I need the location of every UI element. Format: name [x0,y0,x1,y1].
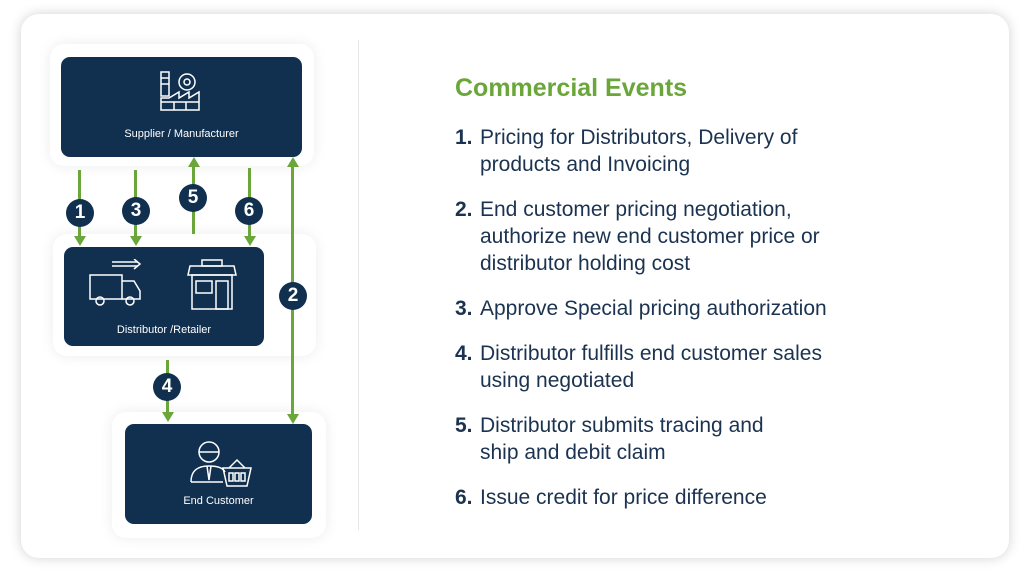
event-number: 1. [455,126,473,149]
flow-5-arrowhead [187,157,200,167]
flow-6-arrowhead [243,236,256,246]
event-number: 2. [455,198,473,221]
flow-5-badge: 5 [179,184,207,212]
distributor-label: Distributor /Retailer [116,324,212,336]
customer-label: End Customer [183,495,254,507]
storefront-icon [187,259,237,310]
flow-3-arrowhead [129,236,142,246]
event-item: 1. Pricing for Distributors, Delivery of … [455,124,825,178]
flow-4-badge: 4 [153,373,181,401]
flow-1-arrowhead [73,236,86,246]
factory-icon [160,71,200,111]
flow-2-badge: 2 [279,282,307,310]
event-item: 2. End customer pricing negotiation, auth… [455,196,850,277]
event-number: 3. [455,297,473,320]
event-item: 3. Approve Special pricing authorization [455,295,895,322]
event-text: Distributor submits tracing and ship and… [480,414,764,464]
supplier-node: Supplier / Manufacturer [61,57,302,157]
event-text: Distributor fulfills end customer sales … [480,342,822,392]
distributor-node: Distributor /Retailer [64,247,264,346]
flow-2-arrowhead-up [286,157,299,167]
event-text: Issue credit for price difference [480,486,767,509]
event-number: 5. [455,414,473,437]
customer-node: End Customer [125,424,312,524]
event-number: 4. [455,342,473,365]
supplier-label: Supplier / Manufacturer [124,128,239,140]
flow-2-arrowhead-down [286,414,299,424]
flow-6-badge: 6 [235,197,263,225]
flow-3-badge: 3 [122,197,150,225]
event-item: 5. Distributor submits tracing and ship a… [455,412,775,466]
divider [358,40,359,530]
events-list: 1. Pricing for Distributors, Delivery of … [455,124,915,529]
events-title: Commercial Events [455,74,688,102]
event-text: Approve Special pricing authorization [480,297,827,320]
customer-with-basket-icon [190,441,252,487]
event-item: 6. Issue credit for price difference [455,484,895,511]
event-text: End customer pricing negotiation, author… [480,198,820,275]
event-number: 6. [455,486,473,509]
delivery-truck-icon [89,259,142,306]
event-item: 4. Distributor fulfills end customer sale… [455,340,825,394]
flow-4-arrowhead [161,412,174,422]
flow-1-badge: 1 [66,199,94,227]
event-text: Pricing for Distributors, Delivery of pr… [480,126,798,176]
